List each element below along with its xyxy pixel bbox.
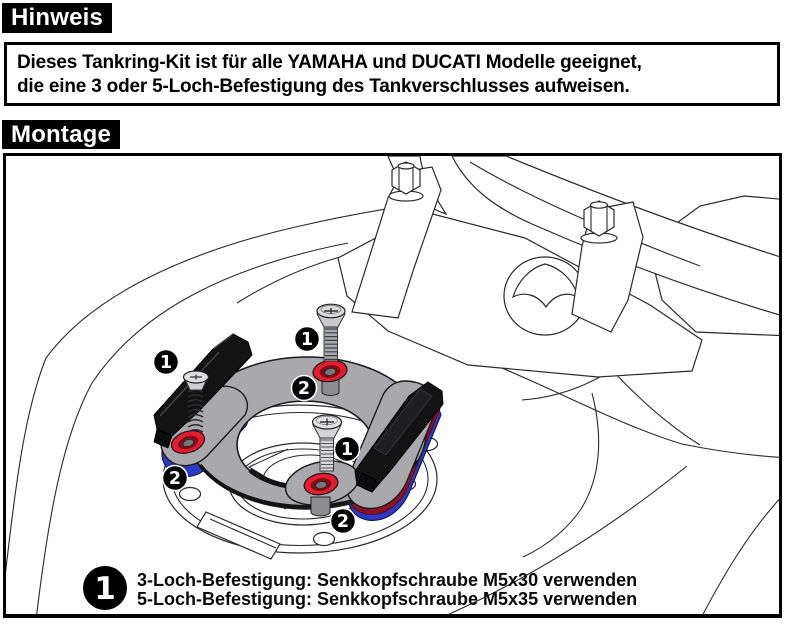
- legend-line-2: 5-Loch-Befestigung: Senkkopfschraube M5x…: [137, 589, 637, 609]
- svg-text:2: 2: [298, 379, 310, 399]
- flange-hole: [178, 486, 202, 502]
- note-box: Dieses Tankring-Kit ist für alle YAMAHA …: [4, 42, 780, 106]
- svg-text:1: 1: [160, 353, 172, 373]
- note-line-1: Dieses Tankring-Kit ist für alle YAMAHA …: [17, 52, 642, 73]
- legend: 1 3-Loch-Befestigung: Senkkopfschraube M…: [83, 566, 637, 610]
- callout-badge-1: 1: [333, 435, 361, 463]
- callout-badge-2: 2: [290, 374, 318, 402]
- screw-left: [182, 370, 210, 433]
- screw-top: [316, 303, 346, 362]
- steering-assembly: [236, 156, 779, 378]
- montage-diagram: 1 1 1 2 2 2: [3, 153, 782, 618]
- countersunk-hole: [303, 472, 339, 496]
- hex-bolt-right: [580, 200, 618, 244]
- countersunk-hole: [312, 359, 348, 383]
- rubber-block-right: [354, 381, 444, 493]
- assembly-illustration: 1 1 1 2 2 2: [6, 156, 779, 615]
- callout-badge-1: 1: [152, 348, 180, 376]
- hex-bolt-left: [388, 161, 424, 202]
- ignition-cover-shape: [512, 263, 579, 309]
- countersunk-hole: [170, 430, 206, 454]
- montage-header: Montage: [2, 120, 121, 149]
- spacer-cylinder-bottom: [310, 496, 331, 517]
- hinweis-header: Hinweis: [2, 3, 113, 33]
- legend-badge: [83, 566, 127, 610]
- screw-middle: [311, 414, 343, 472]
- svg-text:2: 2: [169, 469, 181, 489]
- callout-badge-1: 1: [293, 325, 321, 353]
- note-line-2: die eine 3 oder 5-Loch-Befestigung des T…: [17, 76, 630, 97]
- svg-text:1: 1: [301, 330, 313, 350]
- flange-tab: [196, 511, 281, 560]
- callout-badge-2: 2: [161, 464, 189, 492]
- flange-hole: [312, 531, 336, 547]
- legend-badge-number: 1: [94, 571, 116, 607]
- legend-line-1: 3-Loch-Befestigung: Senkkopfschraube M5x…: [137, 570, 637, 590]
- triple-clamp-plate: [337, 211, 703, 378]
- svg-text:1: 1: [341, 440, 353, 460]
- callout-badge-2: 2: [329, 507, 357, 535]
- svg-text:2: 2: [337, 512, 349, 532]
